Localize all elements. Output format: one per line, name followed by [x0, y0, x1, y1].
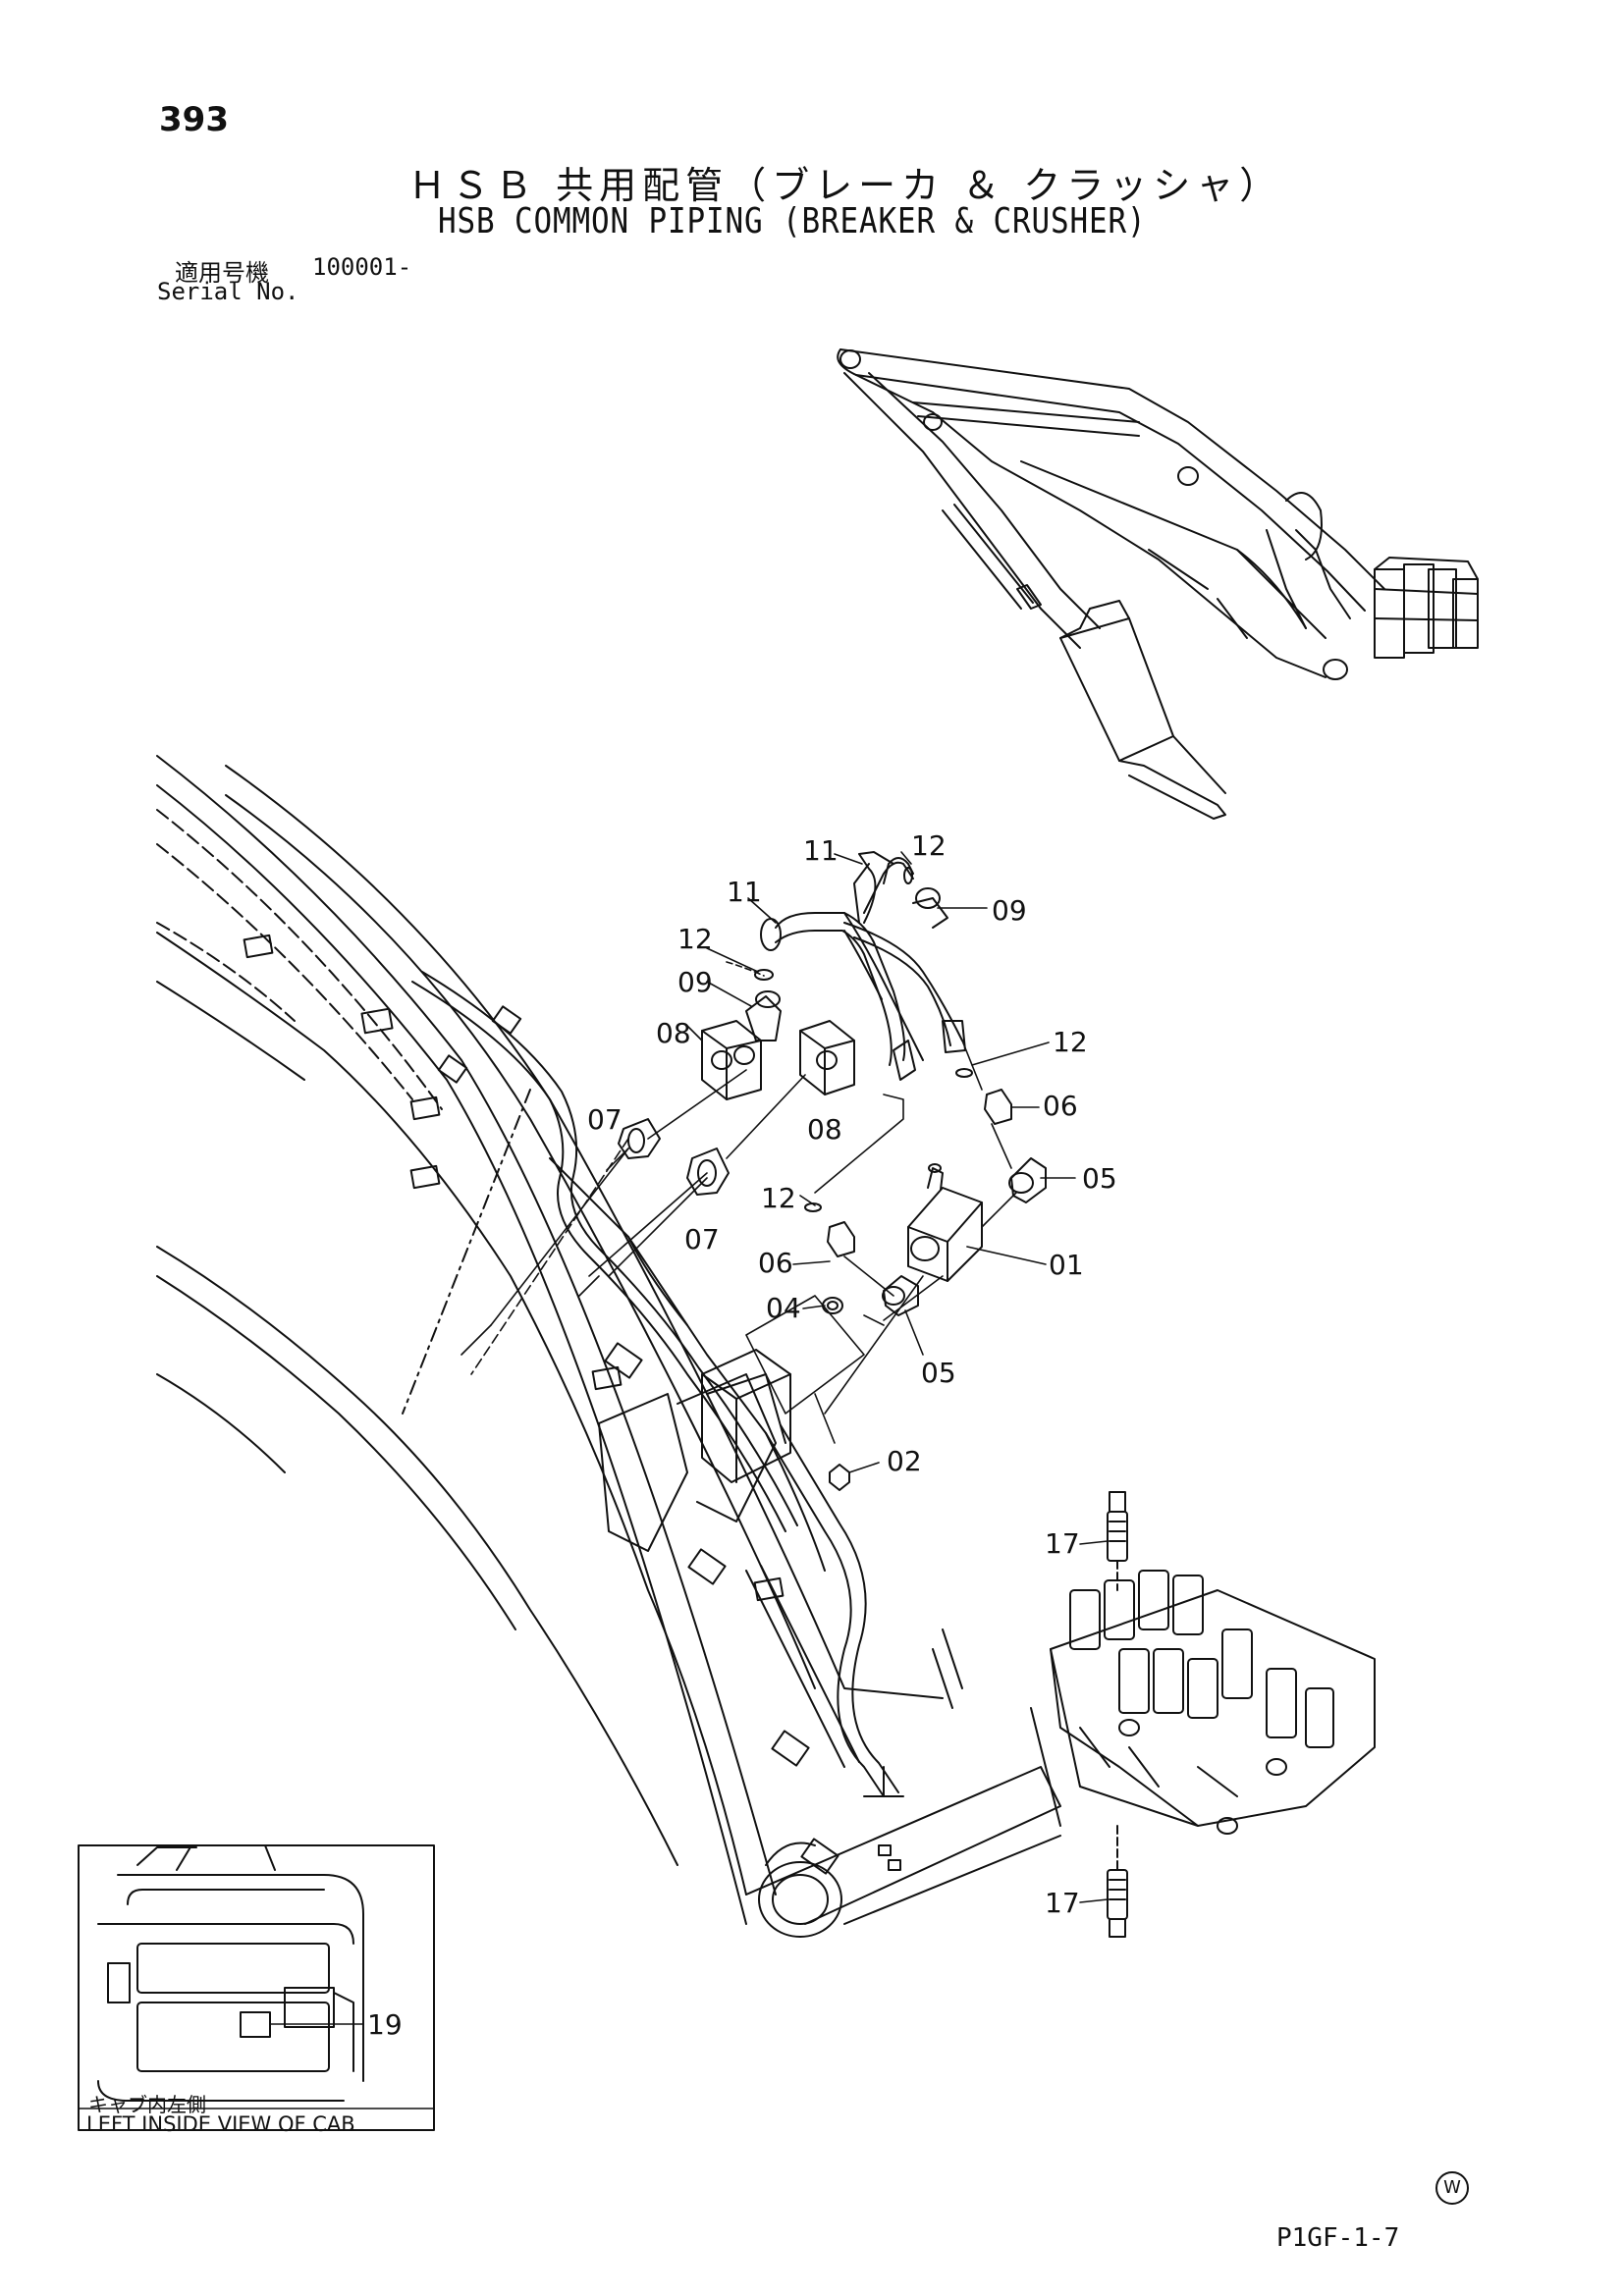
callout-01: 01 [1049, 1249, 1084, 1281]
serial-label-japanese: 適用号機 [175, 259, 269, 287]
main-boom-illustration [156, 755, 1061, 1938]
leader-lines [460, 851, 1109, 1903]
title-english: HSB COMMON PIPING (BREAKER & CRUSHER) [438, 201, 1147, 241]
overview-boom-illustration [837, 348, 1479, 820]
callout-07: 07 [684, 1223, 720, 1255]
callout-19: 19 [367, 2008, 403, 2041]
callout-07: 07 [587, 1103, 623, 1136]
cab-inset-label-english: LEFT INSIDE VIEW OF CAB [86, 2112, 355, 2136]
callout-09: 09 [992, 894, 1027, 927]
title-japanese: ＨＳＢ 共用配管（ブレーカ ＆ クラッシャ） [408, 164, 1283, 207]
callout-05: 05 [1082, 1162, 1117, 1195]
callout-05: 05 [921, 1357, 956, 1389]
callout-02: 02 [887, 1445, 922, 1477]
callout-12: 12 [761, 1182, 796, 1214]
callout-17: 17 [1045, 1887, 1080, 1919]
callout-08: 08 [807, 1113, 842, 1146]
callout-08: 08 [656, 1017, 691, 1049]
w-circle-mark: W [1435, 2171, 1469, 2205]
callout-11: 11 [803, 834, 839, 867]
callout-12: 12 [1053, 1026, 1088, 1058]
page-number: 393 [159, 100, 229, 139]
cab-inset-label-japanese: キャブ内左側 [88, 2093, 206, 2116]
callout-17: 17 [1045, 1527, 1080, 1560]
callout-06: 06 [758, 1247, 793, 1279]
serial-value: 100001- [312, 253, 412, 281]
callout-12: 12 [911, 829, 947, 862]
control-valve-illustration [1050, 1491, 1376, 1938]
serial-label-english: Serial No. [157, 278, 299, 305]
exploded-fittings [618, 851, 1047, 1491]
callout-12: 12 [677, 923, 713, 955]
callout-11: 11 [727, 876, 762, 908]
callout-04: 04 [766, 1292, 801, 1324]
callout-09: 09 [677, 966, 713, 998]
document-code: P1GF-1-7 [1276, 2223, 1400, 2253]
callout-06: 06 [1043, 1090, 1078, 1122]
cab-inset [78, 1844, 435, 2131]
